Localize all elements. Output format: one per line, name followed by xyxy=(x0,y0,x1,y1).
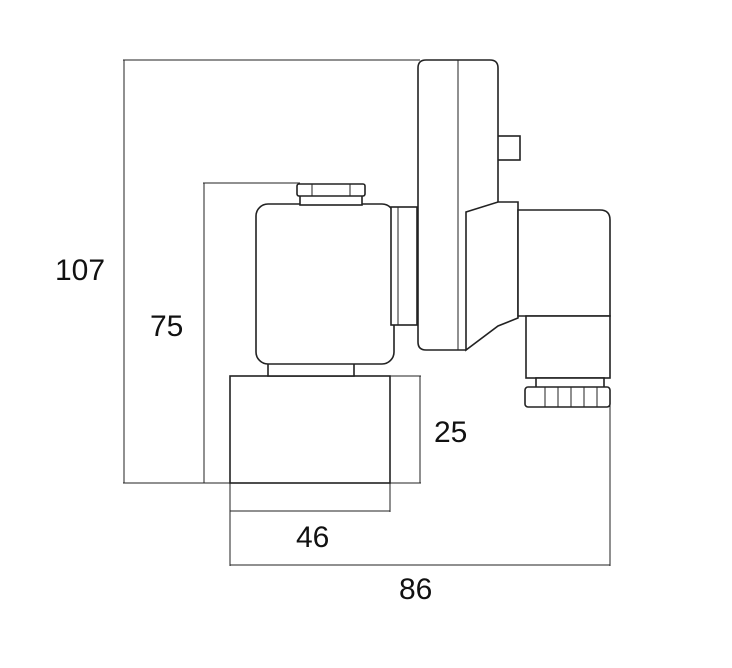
label-overall-width: 86 xyxy=(399,573,432,606)
coil xyxy=(255,183,418,377)
plug-head xyxy=(517,209,611,317)
plug-connector xyxy=(517,209,611,408)
valve-body xyxy=(229,375,391,484)
label-body-width: 46 xyxy=(296,521,329,554)
coil-housing xyxy=(255,203,395,365)
plug-knurled-nut xyxy=(524,386,611,408)
label-overall-height: 107 xyxy=(55,254,105,287)
dimension-lines xyxy=(123,59,611,566)
connector-shoulder xyxy=(465,201,519,352)
controller-tab xyxy=(495,135,521,161)
plug-neck xyxy=(525,315,611,379)
coil-side-collar xyxy=(390,206,418,326)
nut xyxy=(296,183,366,197)
label-body-height: 25 xyxy=(434,416,467,449)
controller-housing xyxy=(417,59,521,352)
label-coil-height: 75 xyxy=(150,310,183,343)
